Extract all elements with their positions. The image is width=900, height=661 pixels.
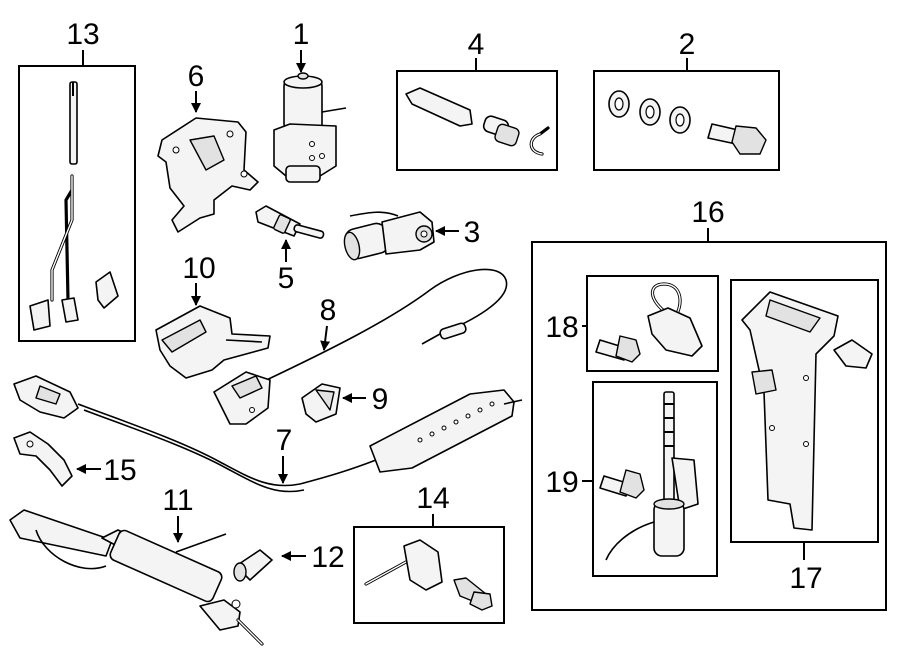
box-16 <box>531 241 887 611</box>
part-1-pump-motor <box>273 72 347 183</box>
callout-11: 11 <box>162 484 193 517</box>
part-18-sensor <box>595 282 703 363</box>
box-18 <box>586 275 719 372</box>
callout-7: 7 <box>276 424 293 457</box>
callout-17: 17 <box>789 562 822 595</box>
box-4 <box>396 70 558 171</box>
callout-9: 9 <box>372 383 389 416</box>
callout-5: 5 <box>278 262 295 295</box>
callout-13: 13 <box>66 18 99 51</box>
callout-16: 16 <box>691 196 724 229</box>
box-14 <box>353 526 505 624</box>
callout-6: 6 <box>188 60 205 93</box>
part-9-clip <box>301 383 341 423</box>
part-3-actuator-motor <box>343 211 435 261</box>
callout-2: 2 <box>679 28 696 61</box>
arrow-8 <box>320 325 331 351</box>
part-14-latch <box>364 539 493 611</box>
callout-18: 18 <box>545 311 578 344</box>
part-6-bracket <box>157 117 259 233</box>
box-13 <box>18 65 136 342</box>
callout-4: 4 <box>468 28 485 61</box>
callout-8: 8 <box>320 294 337 327</box>
part-5-pin <box>255 205 325 239</box>
part-2-washers-bolt <box>608 90 767 155</box>
part-8-cable <box>213 268 508 425</box>
part-13-rods <box>29 81 119 331</box>
callout-15: 15 <box>103 454 136 487</box>
callout-19: 19 <box>545 466 578 499</box>
callout-10: 10 <box>182 252 215 285</box>
part-12-plug <box>233 549 273 582</box>
part-19-screw-motor <box>599 391 699 561</box>
callout-14: 14 <box>416 482 449 515</box>
callout-1: 1 <box>293 18 310 51</box>
part-15-bracket <box>13 431 73 487</box>
part-11-cylinder <box>9 509 264 646</box>
part-4-link-kit <box>405 87 550 156</box>
box-19 <box>592 381 718 577</box>
part-7-cable-rail <box>13 375 523 493</box>
part-10-shield <box>155 305 271 379</box>
part-17-bracket <box>741 291 873 531</box>
callout-3: 3 <box>464 216 481 249</box>
callout-12: 12 <box>311 541 344 574</box>
